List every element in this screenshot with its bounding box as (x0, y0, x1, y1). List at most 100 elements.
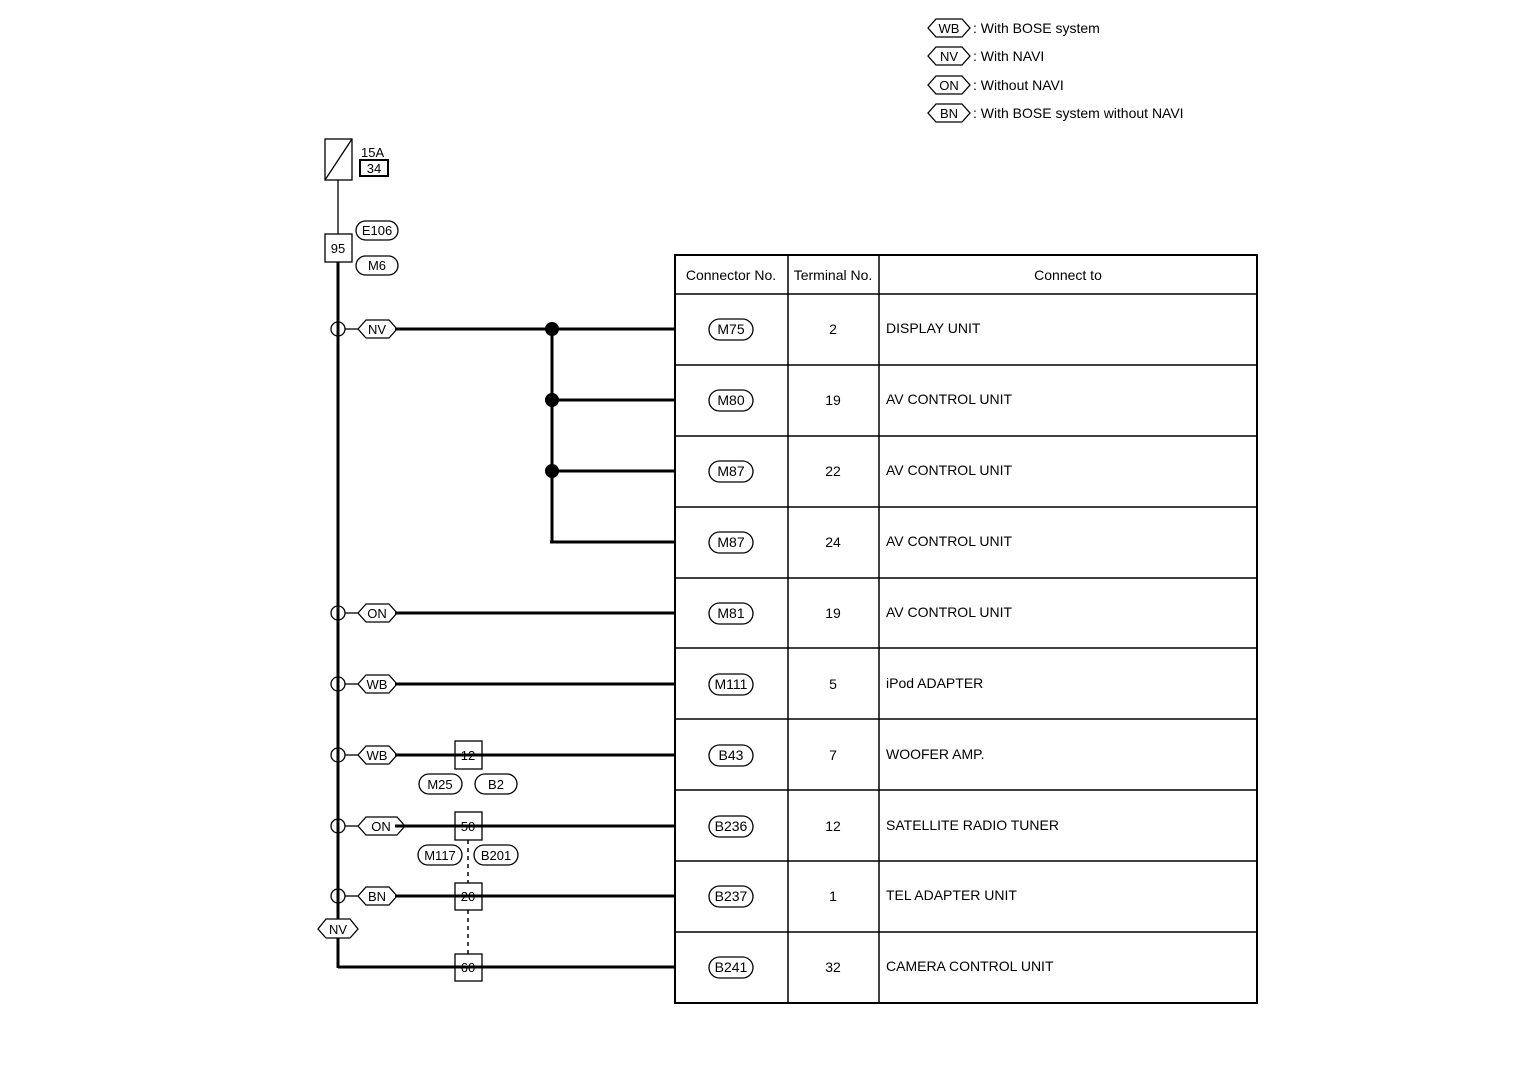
branch-tag-label: WB (367, 748, 388, 763)
inline-connector: 12 M25 B2 (418, 740, 518, 795)
legend-item-on: ON : Without NAVI (927, 75, 1064, 95)
splice-dot (545, 464, 559, 478)
column-header: Terminal No. (794, 267, 873, 283)
connect-to: iPod ADAPTER (886, 675, 983, 691)
table-row: B236 12 SATELLITE RADIO TUNER (708, 815, 1059, 838)
connect-to: SATELLITE RADIO TUNER (886, 817, 1059, 833)
terminal-number: 1 (829, 888, 837, 904)
connector-label: M117 (424, 848, 456, 863)
terminal-number: 22 (825, 463, 841, 479)
legend-description: : With BOSE system (973, 20, 1100, 36)
branch-tag: ON (330, 603, 398, 623)
branch-tag-label: ON (367, 606, 387, 621)
inline-connectors: 12 M25 B2 50 M117 B201 20 60 (417, 740, 519, 982)
inline-connector: 50 M117 B201 (417, 811, 519, 866)
legend-item-wb: WB : With BOSE system (927, 18, 1100, 38)
column-header: Connector No. (686, 267, 776, 283)
branch-tag-label: WB (367, 677, 388, 692)
legend-description: : With NAVI (973, 48, 1044, 64)
inline-terminal: 20 (461, 889, 475, 904)
terminal-number: 24 (825, 534, 841, 550)
table-row: M80 19 AV CONTROL UNIT (708, 389, 1012, 412)
branch-tag: WB (330, 745, 398, 765)
connect-to: DISPLAY UNIT (886, 320, 981, 336)
table-row: M87 24 AV CONTROL UNIT (708, 531, 1012, 554)
table-row: M87 22 AV CONTROL UNIT (708, 460, 1012, 483)
connector-label: M6 (368, 258, 386, 273)
connect-to: CAMERA CONTROL UNIT (886, 958, 1054, 974)
legend: WB : With BOSE system NV : With NAVI ON … (927, 18, 1184, 123)
connect-to: AV CONTROL UNIT (886, 462, 1012, 478)
connector-number: B236 (715, 818, 748, 834)
terminal-number: 32 (825, 959, 841, 975)
legend-description: : With BOSE system without NAVI (973, 105, 1184, 121)
connector-number: B43 (719, 747, 744, 763)
main-wire (336, 180, 675, 969)
terminal-number: 7 (829, 747, 837, 763)
connector-number: M87 (717, 534, 744, 550)
fuse-number: 34 (367, 161, 381, 176)
table-row: M81 19 AV CONTROL UNIT (708, 602, 1012, 625)
inline-connector: 60 (454, 953, 483, 982)
table-row: B237 1 TEL ADAPTER UNIT (708, 885, 1017, 908)
legend-description: : Without NAVI (973, 77, 1064, 93)
terminal-number: 5 (829, 676, 837, 692)
table-row: B241 32 CAMERA CONTROL UNIT (708, 956, 1054, 979)
terminal-number: 2 (829, 321, 837, 337)
table-header: Connector No. Terminal No. Connect to (686, 267, 1102, 283)
branch-tag-label: NV (368, 322, 386, 337)
branch-tag: NV (317, 918, 359, 939)
branch-stubs (345, 328, 358, 897)
legend-item-nv: NV : With NAVI (927, 46, 1044, 66)
table-row: M111 5 iPod ADAPTER (708, 673, 983, 696)
branch-tag: ON (330, 816, 406, 836)
connector-number: M87 (717, 463, 744, 479)
splice-dot (545, 393, 559, 407)
inline-terminal: 50 (461, 819, 475, 834)
branch-tag-label: BN (368, 889, 386, 904)
connect-to: TEL ADAPTER UNIT (886, 887, 1017, 903)
connector-table: Connector No. Terminal No. Connect to M7… (674, 254, 1258, 1004)
fuse: 15A 34 (324, 138, 389, 181)
connector-label: E106 (362, 223, 392, 238)
table-row: M75 2 DISPLAY UNIT (708, 318, 981, 341)
table-row: B43 7 WOOFER AMP. (708, 744, 985, 767)
inline-terminal: 12 (461, 748, 475, 763)
terminal-number: 19 (825, 605, 841, 621)
fuse-rating: 15A (361, 145, 384, 160)
connector-label: B201 (481, 848, 511, 863)
connector-number: M80 (717, 392, 744, 408)
connector-number: M81 (717, 605, 744, 621)
splice-dot (545, 322, 559, 336)
connect-to: WOOFER AMP. (886, 746, 985, 762)
fuse-icon (324, 138, 353, 181)
connect-to: AV CONTROL UNIT (886, 533, 1012, 549)
connector-number: B237 (715, 888, 748, 904)
branch-wires (395, 322, 675, 954)
connect-to: AV CONTROL UNIT (886, 391, 1012, 407)
legend-code: WB (939, 21, 960, 36)
branch-tag: WB (330, 674, 398, 694)
branch-tag: BN (330, 886, 398, 906)
column-header: Connect to (1034, 267, 1102, 283)
branch-tags: NV ON WB WB ON BN NV (317, 319, 406, 939)
connector-number: B241 (715, 959, 748, 975)
inline-connector: 20 (454, 882, 483, 911)
connector-label: B2 (488, 777, 504, 792)
junction-terminal: 95 (331, 241, 345, 256)
connector-label: M25 (427, 777, 452, 792)
terminal-number: 12 (825, 818, 841, 834)
branch-tag-label: NV (329, 922, 347, 937)
connector-number: M75 (717, 321, 744, 337)
legend-item-bn: BN : With BOSE system without NAVI (927, 103, 1184, 123)
legend-code: NV (940, 49, 958, 64)
branch-tag-label: ON (371, 819, 391, 834)
main-junction: 95 E106 M6 (324, 220, 399, 276)
connector-number: M111 (715, 676, 748, 692)
terminal-number: 19 (825, 392, 841, 408)
legend-code: BN (940, 106, 958, 121)
branch-tag: NV (330, 319, 398, 339)
inline-terminal: 60 (461, 960, 475, 975)
connect-to: AV CONTROL UNIT (886, 604, 1012, 620)
